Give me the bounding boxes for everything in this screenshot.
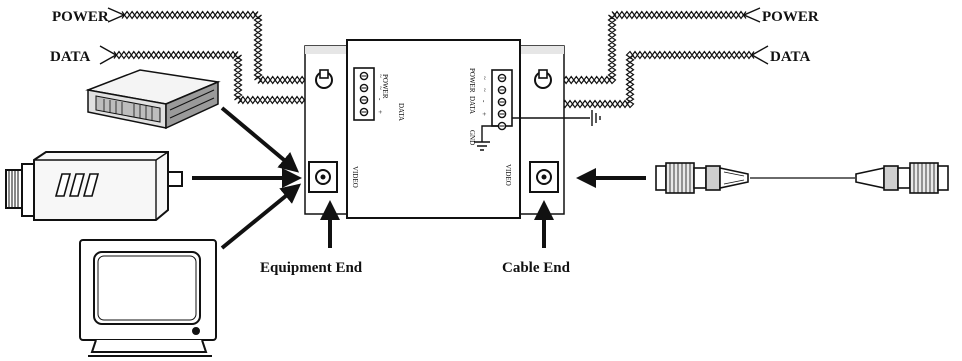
- data-left-fork: [99, 45, 118, 65]
- gnd-label: GND: [468, 130, 476, 145]
- cable-end-label: Cable End: [502, 260, 571, 276]
- dvr-rack-icon: [85, 69, 221, 130]
- terminal-data-label-right: DATA: [468, 96, 476, 114]
- arrow-dvr: [220, 106, 300, 173]
- terminal-sign: ~: [480, 88, 488, 92]
- terminal-sign: -: [480, 100, 488, 103]
- crt-monitor-icon: [79, 239, 217, 357]
- terminal-sign: ~: [376, 86, 384, 90]
- mount-hole-left: [315, 69, 333, 89]
- terminal-sign: ~: [376, 74, 384, 78]
- device-body: [346, 39, 521, 219]
- equipment-end-label: Equipment End: [260, 260, 363, 276]
- data-label-left: DATA: [50, 49, 90, 65]
- data-right-fork: [750, 45, 769, 65]
- bnc-plug-right: [855, 162, 949, 194]
- power-left-fork: [107, 7, 126, 23]
- video-label-left: VIDEO: [351, 166, 359, 188]
- terminal-sign: ~: [480, 76, 488, 80]
- wire-ends: [99, 7, 769, 65]
- cctv-camera-icon: [5, 151, 183, 221]
- arrow-monitor: [220, 183, 302, 250]
- mount-hole-right: [534, 69, 552, 89]
- terminal-sign: -: [376, 98, 384, 101]
- video-label-right: VIDEO: [504, 164, 512, 186]
- terminal-block-left: [353, 67, 375, 121]
- terminal-sign: +: [376, 110, 384, 114]
- terminal-signs-right: ~ ~ - +: [480, 76, 488, 116]
- terminal-signs-left: ~ ~ - +: [376, 74, 384, 114]
- power-right-fork: [742, 7, 761, 23]
- left-flange-shade: [305, 46, 347, 54]
- terminal-power-label-left: POWER: [381, 74, 389, 99]
- ground-symbol-icon: [474, 110, 601, 151]
- power-label-left: POWER: [52, 9, 109, 25]
- power-label-right: POWER: [762, 9, 819, 25]
- arrows: [192, 106, 646, 250]
- video-socket-left: [308, 161, 338, 193]
- data-label-right: DATA: [770, 49, 810, 65]
- bnc-plug-left: [655, 162, 749, 194]
- transceiver-device: POWER DATA ~ ~ - + POWER DATA GND ~ ~ - + VIDE…: [304, 39, 601, 219]
- terminal-power-label-right: POWER: [468, 68, 476, 93]
- video-socket-right: [529, 161, 559, 193]
- terminal-block-right: [491, 69, 513, 131]
- terminal-sign: +: [480, 112, 488, 116]
- right-flange-shade: [520, 46, 564, 54]
- terminal-data-label-left: DATA: [397, 103, 405, 121]
- bnc-cable-icon: [655, 162, 949, 194]
